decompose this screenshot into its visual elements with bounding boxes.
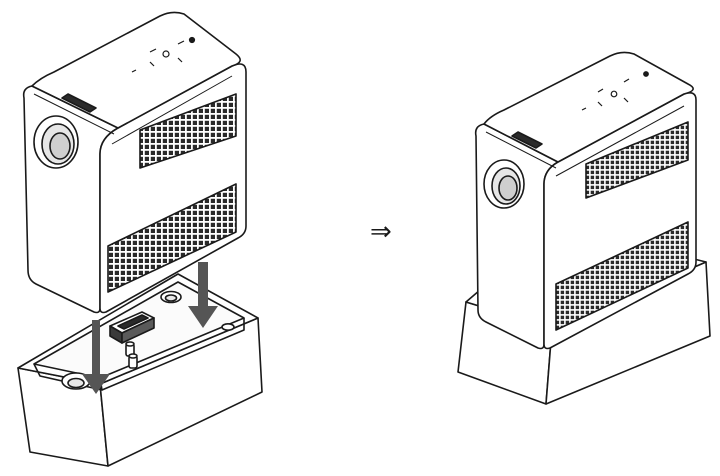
transition-symbol: ⇒ xyxy=(370,217,392,247)
projector-icon xyxy=(22,11,247,314)
assembled-projector-icon xyxy=(474,51,697,350)
cradle-base-icon xyxy=(17,273,263,467)
control-buttons-icon xyxy=(131,36,196,73)
connector-icon xyxy=(109,311,155,344)
down-arrow-icon xyxy=(82,262,218,394)
